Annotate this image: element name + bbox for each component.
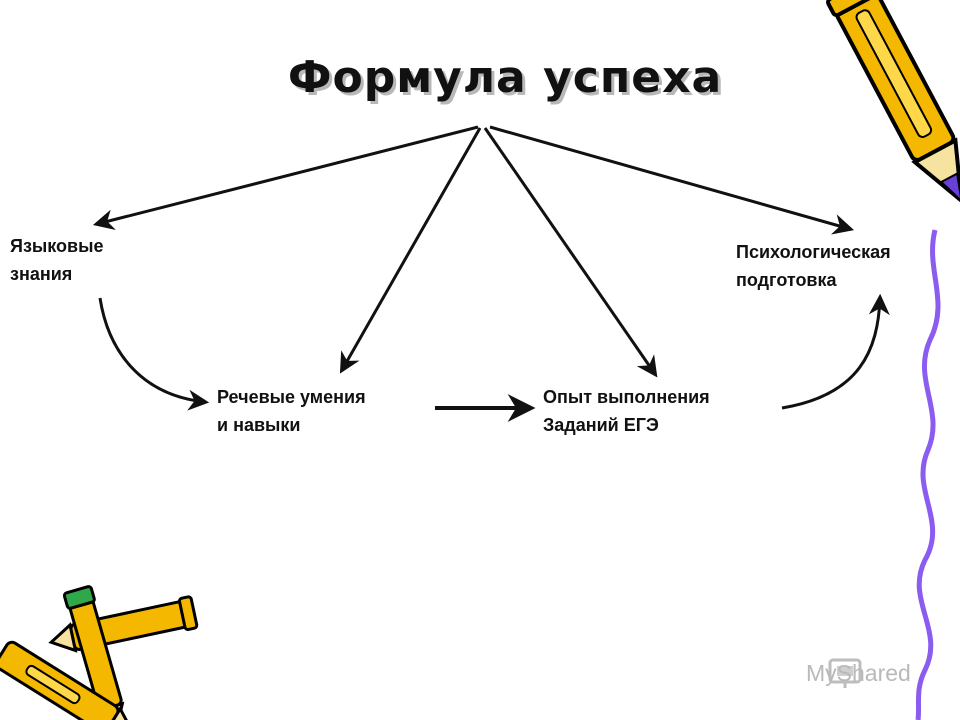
arrow-language-to-speech <box>98 297 210 411</box>
squiggle-border <box>915 229 941 720</box>
node-experience-line2: Заданий ЕГЭ <box>543 415 659 435</box>
node-language-line2: знания <box>10 264 73 284</box>
node-experience-line1: Опыт выполнения <box>543 387 710 407</box>
pencils-cluster-icon <box>0 585 199 720</box>
node-psych-preparation: Психологическая подготовка <box>736 238 891 294</box>
branch-arrows <box>92 125 855 378</box>
watermark-logo-icon <box>828 658 862 688</box>
arrow-to-experience <box>483 127 658 378</box>
node-speech-line2: и навыки <box>217 415 301 435</box>
node-speech-skills: Речевые умения и навыки <box>217 383 366 439</box>
arrow-experience-to-psych <box>781 293 890 410</box>
arrow-to-psych <box>489 125 855 235</box>
node-exam-experience: Опыт выполнения Заданий ЕГЭ <box>543 383 710 439</box>
watermark-text: MyShared <box>806 660 911 686</box>
arrow-to-language <box>92 125 479 231</box>
pencil-icon <box>826 0 960 206</box>
node-psych-line2: подготовка <box>736 270 837 290</box>
arrow-to-speech <box>339 127 482 374</box>
node-psych-line1: Психологическая <box>736 242 891 262</box>
diagram-title: Формула успеха <box>287 52 723 103</box>
node-language-knowledge: Языковые знания <box>10 232 103 288</box>
node-language-line1: Языковые <box>10 236 104 256</box>
node-speech-line1: Речевые умения <box>217 387 366 407</box>
